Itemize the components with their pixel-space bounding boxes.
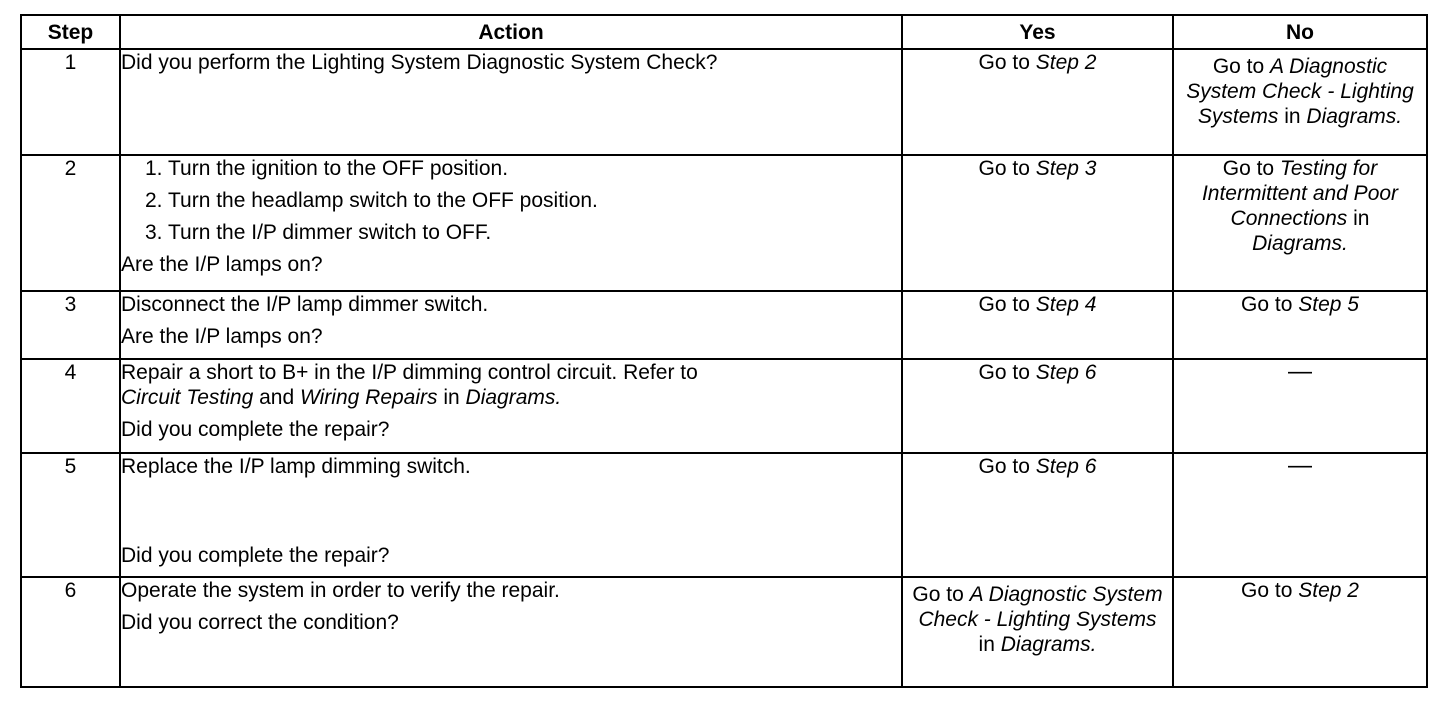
yes-text: Go to Step 4 (978, 293, 1097, 316)
action-text: Replace the I/P lamp dimming switch. (121, 455, 471, 478)
table-row: 3 Disconnect the I/P lamp dimmer switch.… (20, 290, 1428, 360)
action-step-item: 2. Turn the headlamp switch to the OFF p… (145, 189, 598, 212)
no-content: Go to Step 5 (1174, 292, 1426, 320)
header-step: Step (20, 14, 121, 50)
yes-text: Go to Step 6 (978, 455, 1097, 478)
header-yes: Yes (901, 14, 1174, 50)
yes-content: Go to A Diagnostic System Check - Lighti… (903, 578, 1172, 660)
action-cell: Did you perform the Lighting System Diag… (119, 48, 903, 156)
yes-content: Go to Step 6 (903, 454, 1172, 482)
action-text: Disconnect the I/P lamp dimmer switch. (121, 293, 489, 316)
yes-cell: Go to A Diagnostic System Check - Lighti… (901, 576, 1174, 688)
yes-cell: Go to Step 6 (901, 452, 1174, 578)
no-dash: — (1288, 452, 1312, 479)
no-cell: — (1172, 452, 1428, 578)
no-dash: — (1288, 358, 1312, 385)
header-no: No (1172, 14, 1428, 50)
step-number: 1 (20, 48, 121, 156)
action-step-item: 3. Turn the I/P dimmer switch to OFF. (145, 221, 492, 244)
yes-cell: Go to Step 3 (901, 154, 1174, 292)
action-content: 1. Turn the ignition to the OFF position… (121, 156, 901, 277)
yes-content: Go to Step 2 (903, 50, 1172, 78)
diagnostic-table: Step Action Yes No 1 Did you perform the… (20, 14, 1428, 688)
yes-text: Go to A Diagnostic System Check - Lighti… (912, 583, 1163, 656)
header-row: Step Action Yes No (20, 14, 1428, 50)
yes-text: Go to Step 6 (978, 361, 1097, 384)
action-question: Are the I/P lamps on? (121, 253, 323, 276)
table-row: 6 Operate the system in order to verify … (20, 576, 1428, 688)
table-row: 1 Did you perform the Lighting System Di… (20, 48, 1428, 156)
no-content: — (1174, 360, 1426, 387)
header-action: Action (119, 14, 903, 50)
yes-cell: Go to Step 4 (901, 290, 1174, 360)
action-question: Are the I/P lamps on? (121, 325, 323, 348)
step-number: 4 (20, 358, 121, 454)
no-content: Go to A Diagnostic System Check - Lighti… (1174, 50, 1426, 132)
no-text: Go to Step 5 (1241, 293, 1359, 316)
no-text: Go to Testing for Intermittent and Poor … (1201, 157, 1399, 255)
no-content: Go to Testing for Intermittent and Poor … (1174, 156, 1426, 259)
step-number: 5 (20, 452, 121, 578)
table-row: 5 Replace the I/P lamp dimming switch. D… (20, 452, 1428, 578)
yes-content: Go to Step 4 (903, 292, 1172, 320)
action-cell: Disconnect the I/P lamp dimmer switch. A… (119, 290, 903, 360)
action-question: Did you correct the condition? (121, 611, 399, 634)
action-steps-list: 1. Turn the ignition to the OFF position… (121, 156, 901, 252)
action-cell: Repair a short to B+ in the I/P dimming … (119, 358, 903, 454)
no-cell: Go to Testing for Intermittent and Poor … (1172, 154, 1428, 292)
no-content: — (1174, 454, 1426, 481)
step-number: 3 (20, 290, 121, 360)
no-content: Go to Step 2 (1174, 578, 1426, 606)
action-cell: Operate the system in order to verify th… (119, 576, 903, 688)
action-text: Repair a short to B+ in the I/P dimming … (121, 361, 698, 409)
no-text: Go to Step 2 (1241, 579, 1359, 602)
no-cell: Go to A Diagnostic System Check - Lighti… (1172, 48, 1428, 156)
yes-content: Go to Step 3 (903, 156, 1172, 184)
table-row: 2 1. Turn the ignition to the OFF positi… (20, 154, 1428, 292)
step-number: 2 (20, 154, 121, 292)
action-cell: Replace the I/P lamp dimming switch. Did… (119, 452, 903, 578)
action-content: Replace the I/P lamp dimming switch. Did… (121, 454, 901, 568)
yes-cell: Go to Step 6 (901, 358, 1174, 454)
action-cell: 1. Turn the ignition to the OFF position… (119, 154, 903, 292)
action-text: Did you perform the Lighting System Diag… (121, 51, 718, 74)
yes-text: Go to Step 3 (978, 157, 1097, 180)
no-cell: Go to Step 2 (1172, 576, 1428, 688)
action-step-item: 1. Turn the ignition to the OFF position… (145, 157, 509, 180)
action-text: Operate the system in order to verify th… (121, 579, 560, 602)
step-number: 6 (20, 576, 121, 688)
yes-text: Go to Step 2 (978, 51, 1097, 74)
action-question: Did you complete the repair? (121, 418, 390, 441)
no-cell: Go to Step 5 (1172, 290, 1428, 360)
table-row: 4 Repair a short to B+ in the I/P dimmin… (20, 358, 1428, 454)
action-question: Did you complete the repair? (121, 544, 390, 567)
no-text: Go to A Diagnostic System Check - Lighti… (1186, 55, 1414, 128)
yes-cell: Go to Step 2 (901, 48, 1174, 156)
yes-content: Go to Step 6 (903, 360, 1172, 388)
no-cell: — (1172, 358, 1428, 454)
